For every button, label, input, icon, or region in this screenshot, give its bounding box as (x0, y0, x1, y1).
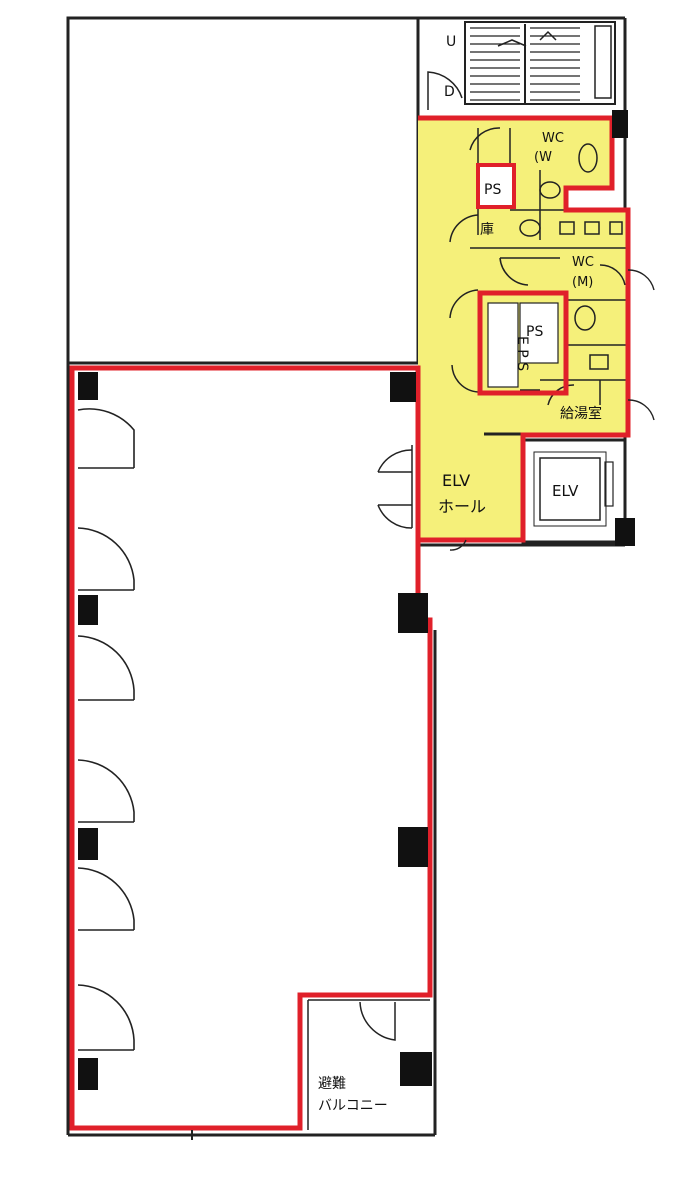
stair-up-label: U (446, 34, 456, 50)
balcony-label-1: 避難 (318, 1076, 346, 1092)
entrance-doors (377, 445, 413, 529)
column (398, 593, 428, 633)
elevator-label: ELV (552, 482, 579, 500)
ps-upper-box (476, 163, 516, 209)
evacuation-balcony (307, 999, 430, 1130)
column (400, 1052, 432, 1086)
ps-upper-label: PS (484, 182, 501, 198)
wc-women-label-2: (W (534, 150, 552, 165)
common-area-outline (418, 115, 631, 543)
kitchenette-label: 給湯室 (560, 405, 602, 422)
wc-men-label-2: (M) (572, 275, 593, 290)
wc-men-label-1: WC (572, 255, 594, 270)
core-exterior-doors (449, 269, 655, 551)
column (398, 827, 428, 867)
wc-women-label-1: WC (542, 131, 564, 146)
balcony-label-2: バルコニー (318, 1098, 388, 1114)
column (390, 372, 416, 402)
column (78, 595, 98, 625)
stair-door-swing (427, 71, 463, 110)
elevator-shaft (521, 438, 627, 544)
ps-lower-label: PS (526, 324, 543, 340)
eps-ps-box (477, 290, 569, 396)
column (78, 372, 98, 400)
adjacent-block (66, 16, 420, 365)
stair-arrow-icon (497, 39, 527, 47)
column (612, 110, 628, 138)
column (615, 518, 635, 546)
column (78, 1058, 98, 1090)
rental-area-outline (69, 365, 433, 1131)
eps-label: E P S (514, 336, 530, 371)
structural-columns (78, 110, 635, 1090)
stairwell (464, 21, 616, 105)
left-wall-openings (77, 408, 135, 1051)
storage-label: 庫 (480, 221, 494, 238)
elv-hall-label-2: ホール (438, 497, 486, 516)
column (78, 828, 98, 860)
elv-hall-label-1: ELV (442, 471, 470, 490)
stair-down-label: D (444, 84, 455, 100)
